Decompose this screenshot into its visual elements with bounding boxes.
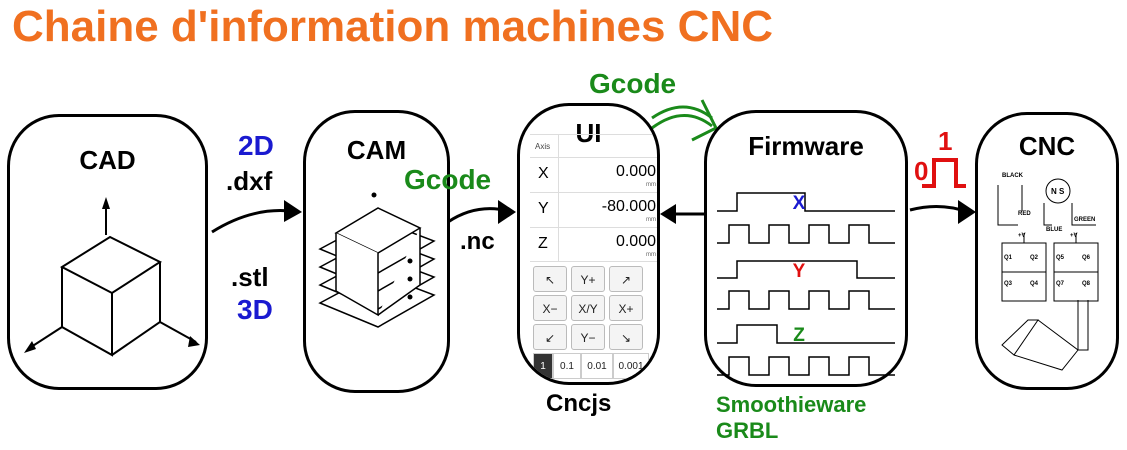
step-0-001-button[interactable]: 0.001 (613, 353, 649, 379)
transistor-q2: Q2 (1030, 255, 1039, 261)
jog-down-right-button[interactable]: ↘ (609, 324, 643, 350)
dro-x-axis: X (538, 165, 549, 182)
transistor-q5: Q5 (1056, 255, 1065, 261)
arrow-gcode-ui-firmware (651, 114, 713, 130)
jog-down-left-button[interactable]: ↙ (533, 324, 567, 350)
pulse-low-label: 0 (914, 156, 929, 186)
cam-label: CAM (346, 135, 407, 165)
ui-box: UI Axis X 0.000 mm Y -80.000 mm Z 0.000 … (517, 103, 660, 385)
transistor-q6: Q6 (1082, 255, 1091, 261)
wire-green-label: GREEN (1074, 217, 1096, 223)
step-1-button[interactable]: 1 (533, 353, 553, 379)
pulse-signal (922, 158, 966, 188)
step-0-1-button[interactable]: 0.1 (553, 353, 581, 379)
step-0-01-button[interactable]: 0.01 (581, 353, 613, 379)
dro-y-value: -80.000 (601, 198, 656, 215)
jog-up-right-button[interactable]: ↗ (609, 266, 643, 292)
cnc-box: CNC BLACK RED GREEN BLUE N S +V +V Q1 Q2… (975, 112, 1119, 390)
label-nc: .nc (460, 228, 495, 255)
firmware-axis-z: Z (793, 325, 805, 346)
label-stl: .stl (231, 262, 269, 292)
jog-xy-button[interactable]: X/Y (571, 295, 605, 321)
jog-up-left-button[interactable]: ↖ (533, 266, 567, 292)
firmware-caption-grbl: GRBL (716, 418, 779, 443)
firmware-axis-y: Y (792, 261, 806, 282)
firmware-axis-x: X (792, 193, 806, 214)
firmware-box: Firmware X Y Z (704, 110, 908, 387)
jog-x-plus-button[interactable]: X+ (609, 295, 643, 321)
page-title: Chaine d'information machines CNC (12, 2, 773, 51)
dro-x-value: 0.000 (615, 163, 656, 180)
label-3d: 3D (237, 294, 273, 325)
cad-box: CAD (7, 114, 208, 390)
dro-table: X 0.000 mm Y -80.000 mm Z 0.000 mm (530, 134, 657, 262)
stepper-schematic (997, 178, 1099, 371)
vplus-label-2: +V (1070, 233, 1078, 239)
ui-caption: Cncjs (546, 390, 612, 417)
transistor-q8: Q8 (1082, 281, 1091, 287)
transistor-q3: Q3 (1004, 281, 1013, 287)
wire-blue-label: BLUE (1046, 227, 1063, 233)
firmware-label: Firmware (748, 131, 864, 161)
wire-red-label: RED (1018, 211, 1031, 217)
dro-y-unit: mm (646, 217, 656, 223)
jog-y-minus-button[interactable]: Y− (571, 324, 605, 350)
label-gcode-ui-firmware: Gcode (589, 68, 677, 99)
cube-drawing (24, 197, 200, 357)
layered-cube-drawing (318, 192, 436, 328)
transistor-q7: Q7 (1056, 281, 1065, 287)
dro-z-unit: mm (646, 252, 656, 258)
label-dxf: .dxf (226, 166, 273, 196)
cnc-label: CNC (1018, 131, 1076, 161)
dro-x-unit: mm (646, 182, 656, 188)
cad-label: CAD (79, 145, 136, 175)
dro-z-value: 0.000 (615, 233, 656, 250)
dro-z-axis: Z (538, 235, 548, 252)
pulse-high-label: 1 (938, 126, 953, 156)
axis-header: Axis (535, 142, 551, 151)
motor-ns-label: N S (1051, 187, 1065, 196)
cam-box: CAM (303, 110, 450, 393)
firmware-caption-smoothieware: Smoothieware (716, 392, 867, 417)
transistor-q4: Q4 (1030, 281, 1039, 287)
label-2d: 2D (238, 130, 274, 161)
transistor-q1: Q1 (1004, 255, 1013, 261)
dro-y-axis: Y (538, 200, 549, 217)
jog-x-minus-button[interactable]: X− (533, 295, 567, 321)
ui-label: UI (575, 118, 602, 148)
label-gcode-cam-ui: Gcode (404, 164, 492, 195)
wire-black-label: BLACK (1002, 173, 1023, 179)
signal-waveforms (717, 192, 895, 376)
vplus-label-1: +V (1018, 233, 1026, 239)
jog-y-plus-button[interactable]: Y+ (571, 266, 605, 292)
